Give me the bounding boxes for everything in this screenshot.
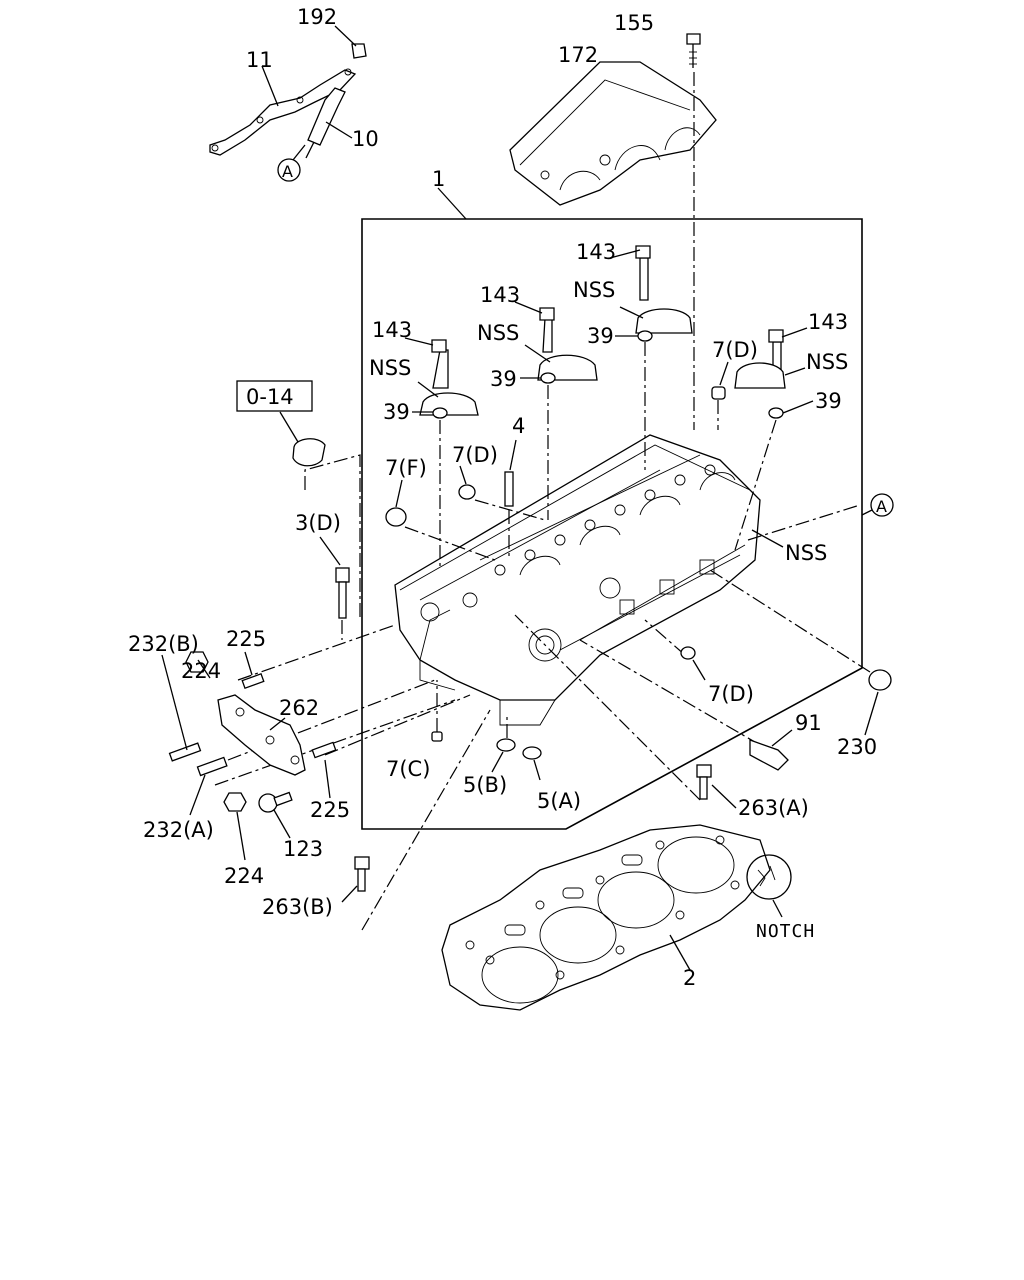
label-5b: 5(B) — [463, 773, 507, 797]
leader-11 — [261, 65, 279, 107]
glow-plug-assembly-part — [209, 43, 367, 159]
bolt-123-part — [258, 791, 293, 813]
label-143-b: 143 — [480, 283, 520, 307]
label-39-a: 39 — [587, 324, 614, 348]
label-1: 1 — [432, 167, 445, 191]
plug-7c-part — [431, 731, 443, 742]
seal-5a-part — [522, 746, 542, 760]
label-225-bottom: 225 — [310, 798, 350, 822]
label-7f: 7(F) — [385, 456, 427, 480]
cap-0-14-part — [292, 438, 326, 467]
label-263a: 263(A) — [738, 796, 809, 820]
bolt-232b-part — [168, 742, 202, 762]
ref-circle-a-top — [277, 158, 301, 182]
label-0-14: 0-14 — [246, 385, 294, 409]
leader-192 — [334, 25, 357, 47]
leader-1 — [437, 187, 467, 220]
label-123: 123 — [283, 837, 323, 861]
bracket-262-part — [217, 694, 306, 776]
leader-10 — [325, 121, 353, 139]
label-263b: 263(B) — [262, 895, 333, 919]
notch-detail-circle — [746, 854, 792, 900]
head-cover-part — [509, 61, 717, 206]
label-7d-top: 7(D) — [712, 338, 758, 362]
stud-4-part — [504, 471, 514, 507]
plug-7d-left-part — [458, 484, 476, 500]
plug-7f-part — [385, 507, 407, 527]
label-nss-d: NSS — [806, 350, 848, 374]
label-7d-bottom: 7(D) — [708, 682, 754, 706]
label-39-d: 39 — [815, 389, 842, 413]
label-155: 155 — [614, 11, 654, 35]
ref-circle-a-right — [870, 493, 894, 517]
plug-7d-bottom-part — [680, 646, 696, 660]
label-143-a: 143 — [576, 240, 616, 264]
bearing-cap-1-part — [419, 339, 479, 419]
sensor-91-part — [749, 739, 789, 771]
nut-224-bottom-part — [223, 792, 247, 812]
label-nss-c: NSS — [369, 356, 411, 380]
bearing-cap-4-part — [734, 329, 786, 419]
label-7c: 7(C) — [386, 757, 430, 781]
label-3d: 3(D) — [295, 511, 341, 535]
ref-box-0-14 — [236, 380, 313, 412]
assembly-frame — [361, 218, 863, 830]
label-11: 11 — [246, 48, 273, 72]
bolt-155-part — [686, 33, 701, 68]
label-nss-a: NSS — [573, 278, 615, 302]
bearing-cap-3-part — [635, 245, 693, 342]
label-262: 262 — [279, 696, 319, 720]
label-a-top: A — [282, 162, 293, 181]
cylinder-head-part — [394, 434, 761, 726]
label-7d-left: 7(D) — [452, 443, 498, 467]
label-230: 230 — [837, 735, 877, 759]
label-224-bottom: 224 — [224, 864, 264, 888]
stud-225-bottom-part — [311, 741, 337, 759]
label-5a: 5(A) — [537, 789, 581, 813]
label-nss-b: NSS — [477, 321, 519, 345]
label-232a: 232(A) — [143, 818, 214, 842]
seal-5b-part — [496, 738, 516, 752]
label-225-top: 225 — [226, 627, 266, 651]
label-a-right: A — [876, 497, 887, 516]
label-notch: NOTCH — [756, 921, 815, 942]
plug-230-part — [868, 669, 892, 691]
bolt-232a-part — [196, 756, 228, 777]
bolt-3d-part — [335, 567, 350, 619]
label-4: 4 — [512, 414, 525, 438]
label-2: 2 — [683, 966, 696, 990]
label-10: 10 — [352, 127, 379, 151]
bolt-263b-part — [354, 856, 370, 892]
label-224-top: 224 — [181, 659, 221, 683]
label-143-d: 143 — [808, 310, 848, 334]
bearing-cap-2-part — [537, 307, 598, 384]
stud-225-top-part — [241, 672, 265, 690]
label-nss-e: NSS — [785, 541, 827, 565]
label-172: 172 — [558, 43, 598, 67]
label-39-c: 39 — [383, 400, 410, 424]
bolt-263a-part — [696, 764, 712, 800]
label-192: 192 — [297, 5, 337, 29]
label-91: 91 — [795, 711, 822, 735]
label-39-b: 39 — [490, 367, 517, 391]
label-232b: 232(B) — [128, 632, 199, 656]
plug-7d-top-part — [711, 386, 726, 400]
head-gasket-part — [441, 824, 771, 1011]
